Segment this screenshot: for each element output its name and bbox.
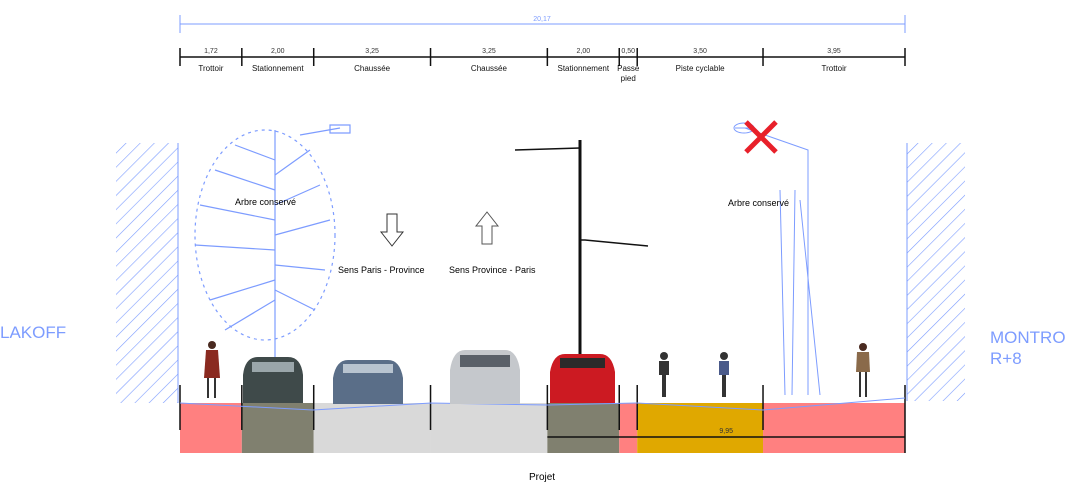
segment-surface [180,403,242,453]
segment-label: Stationnement [558,64,610,73]
car-lane-1-icon [333,360,403,404]
left-city-label: LAKOFF [0,323,66,342]
segment-surface [637,403,764,453]
bottom-dimension-label: 9,95 [719,428,733,435]
tree-left-label: Arbre conservé [235,197,296,207]
segment-surface [619,403,638,453]
segment-dimension: 3,25 [482,48,496,55]
right-city-label: MONTRO [990,328,1066,347]
segment-dimension: 3,95 [827,48,841,55]
cyclist-icon [659,352,729,397]
segment-surface [430,403,548,453]
tree-right-label: Arbre conservé [728,198,789,208]
tree-right-icon [733,122,821,396]
right-height-label: R+8 [990,349,1022,368]
pedestrian-right-icon [856,343,870,397]
segment-label: Trottoir [198,64,223,73]
parked-car-right-icon [550,354,615,403]
segment-label: Stationnement [252,64,304,73]
car-lane-2-icon [450,350,520,404]
segment-dimension: 2,00 [576,48,590,55]
segment-surface [241,403,314,453]
total-dimension: 20,17 [179,15,906,33]
segment-label: Trottoir [821,64,846,73]
segment-surface [313,403,431,453]
left-building-hatch [116,143,178,403]
segment-dimension: 1,72 [204,48,218,55]
pedestrian-left-icon [204,341,220,398]
right-building-hatch [907,143,965,401]
segment-surface [547,403,620,453]
removed-cross-icon [744,120,778,154]
segment-dimension: 3,50 [693,48,707,55]
segment-dimension: 3,25 [365,48,379,55]
total-width-label: 20,17 [533,16,551,23]
direction-paris-province: Sens Paris - Province [338,265,425,275]
segment-dimension: 0,50 [621,48,635,55]
arrow-down-icon [379,213,405,247]
caption: Projet [529,472,555,483]
segment-dimension: 2,00 [271,48,285,55]
segment-label: Chaussée [354,64,391,73]
parked-car-left-icon [243,357,303,403]
direction-province-paris: Sens Province - Paris [449,265,536,275]
arrow-up-icon [474,211,500,245]
segment-surface [763,403,905,453]
tree-left-icon [194,124,351,400]
segment-label: Piste cyclable [676,64,725,73]
ground-profile: 9,95 [179,385,906,453]
segment-label: Chaussée [471,64,508,73]
ground-line [179,397,906,411]
